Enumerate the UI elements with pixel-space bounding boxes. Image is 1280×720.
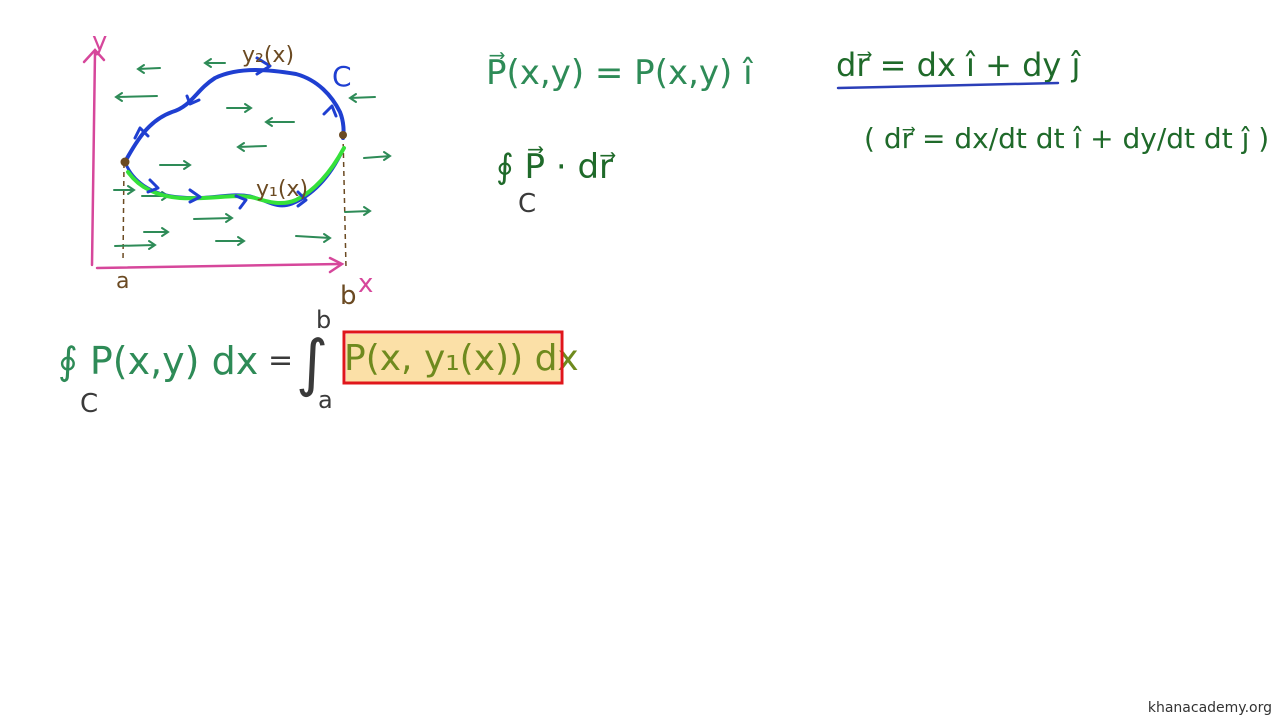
lhs-integral: ∮ P(x,y) dx xyxy=(58,339,258,383)
dr-underline xyxy=(836,81,1060,90)
field-arrow xyxy=(114,240,157,250)
field-arrow xyxy=(295,233,332,243)
curve-arrow xyxy=(234,194,248,210)
upper-limit: b xyxy=(316,306,331,334)
dr-definition: dr⃗ = dx î + dy ĵ xyxy=(836,46,1082,84)
curve-arrow xyxy=(133,126,150,140)
a-label: a xyxy=(116,269,129,294)
closed-curve-c xyxy=(120,56,347,210)
field-arrow xyxy=(215,236,246,246)
curve-arrow xyxy=(322,104,338,118)
y-axis xyxy=(90,50,97,267)
line-integral-sub: C xyxy=(518,189,536,219)
equals-sign: = xyxy=(268,343,293,378)
y-axis-label: y xyxy=(92,27,107,57)
endpoint-a-dot xyxy=(120,157,130,167)
highlight-background xyxy=(346,334,560,382)
lower-limit: a xyxy=(318,386,333,414)
curve-arrow xyxy=(296,190,308,208)
field-arrow xyxy=(193,213,234,223)
lower-curve-label: y₁(x) xyxy=(256,177,308,202)
axes: y x a b xyxy=(82,27,373,311)
field-arrow xyxy=(348,93,376,103)
watermark: khanacademy.org xyxy=(1147,700,1272,716)
field-arrow xyxy=(114,92,158,102)
highlight-box xyxy=(342,330,564,385)
x-axis-arrowhead xyxy=(328,256,345,274)
field-arrow xyxy=(203,58,226,68)
field-arrow xyxy=(113,185,136,195)
field-arrow xyxy=(236,142,267,152)
field-arrow xyxy=(143,227,170,237)
x-axis xyxy=(95,262,342,270)
vector-field xyxy=(113,58,392,250)
upper-curve-label: y₂(x) xyxy=(242,43,294,68)
lhs-sub: C xyxy=(80,389,98,419)
curve-arrow xyxy=(185,94,201,106)
b-label: b xyxy=(340,281,357,311)
field-arrow xyxy=(136,64,161,74)
dr-parametric: ( dr⃗ = dx/dt dt î + dy/dt dt ĵ ) xyxy=(864,122,1269,155)
endpoint-b-dot xyxy=(339,131,347,139)
lower-curve-y1 xyxy=(126,146,346,206)
field-arrow xyxy=(159,160,192,170)
highlighted-integrand: P(x, y₁(x)) dx xyxy=(344,338,579,379)
curve-arrow xyxy=(255,56,272,76)
curve-arrow xyxy=(188,188,202,204)
curve-c-label: C xyxy=(332,60,352,93)
upper-curve-y2 xyxy=(123,68,346,164)
y-axis-arrowhead xyxy=(82,48,106,64)
integral-sign: ∫ xyxy=(296,326,328,399)
line-integral: ∮ P⃗ · dr⃗ xyxy=(496,146,616,187)
field-arrow xyxy=(264,117,295,127)
field-arrow xyxy=(226,103,253,113)
curve-arrow xyxy=(146,178,160,194)
drop-line-a xyxy=(122,162,125,263)
field-arrow xyxy=(344,206,372,216)
field-definition: P⃗(x,y) = P(x,y) î xyxy=(486,52,754,93)
drop-line-b xyxy=(342,134,347,269)
x-axis-label: x xyxy=(358,269,373,299)
field-arrow xyxy=(363,151,392,161)
